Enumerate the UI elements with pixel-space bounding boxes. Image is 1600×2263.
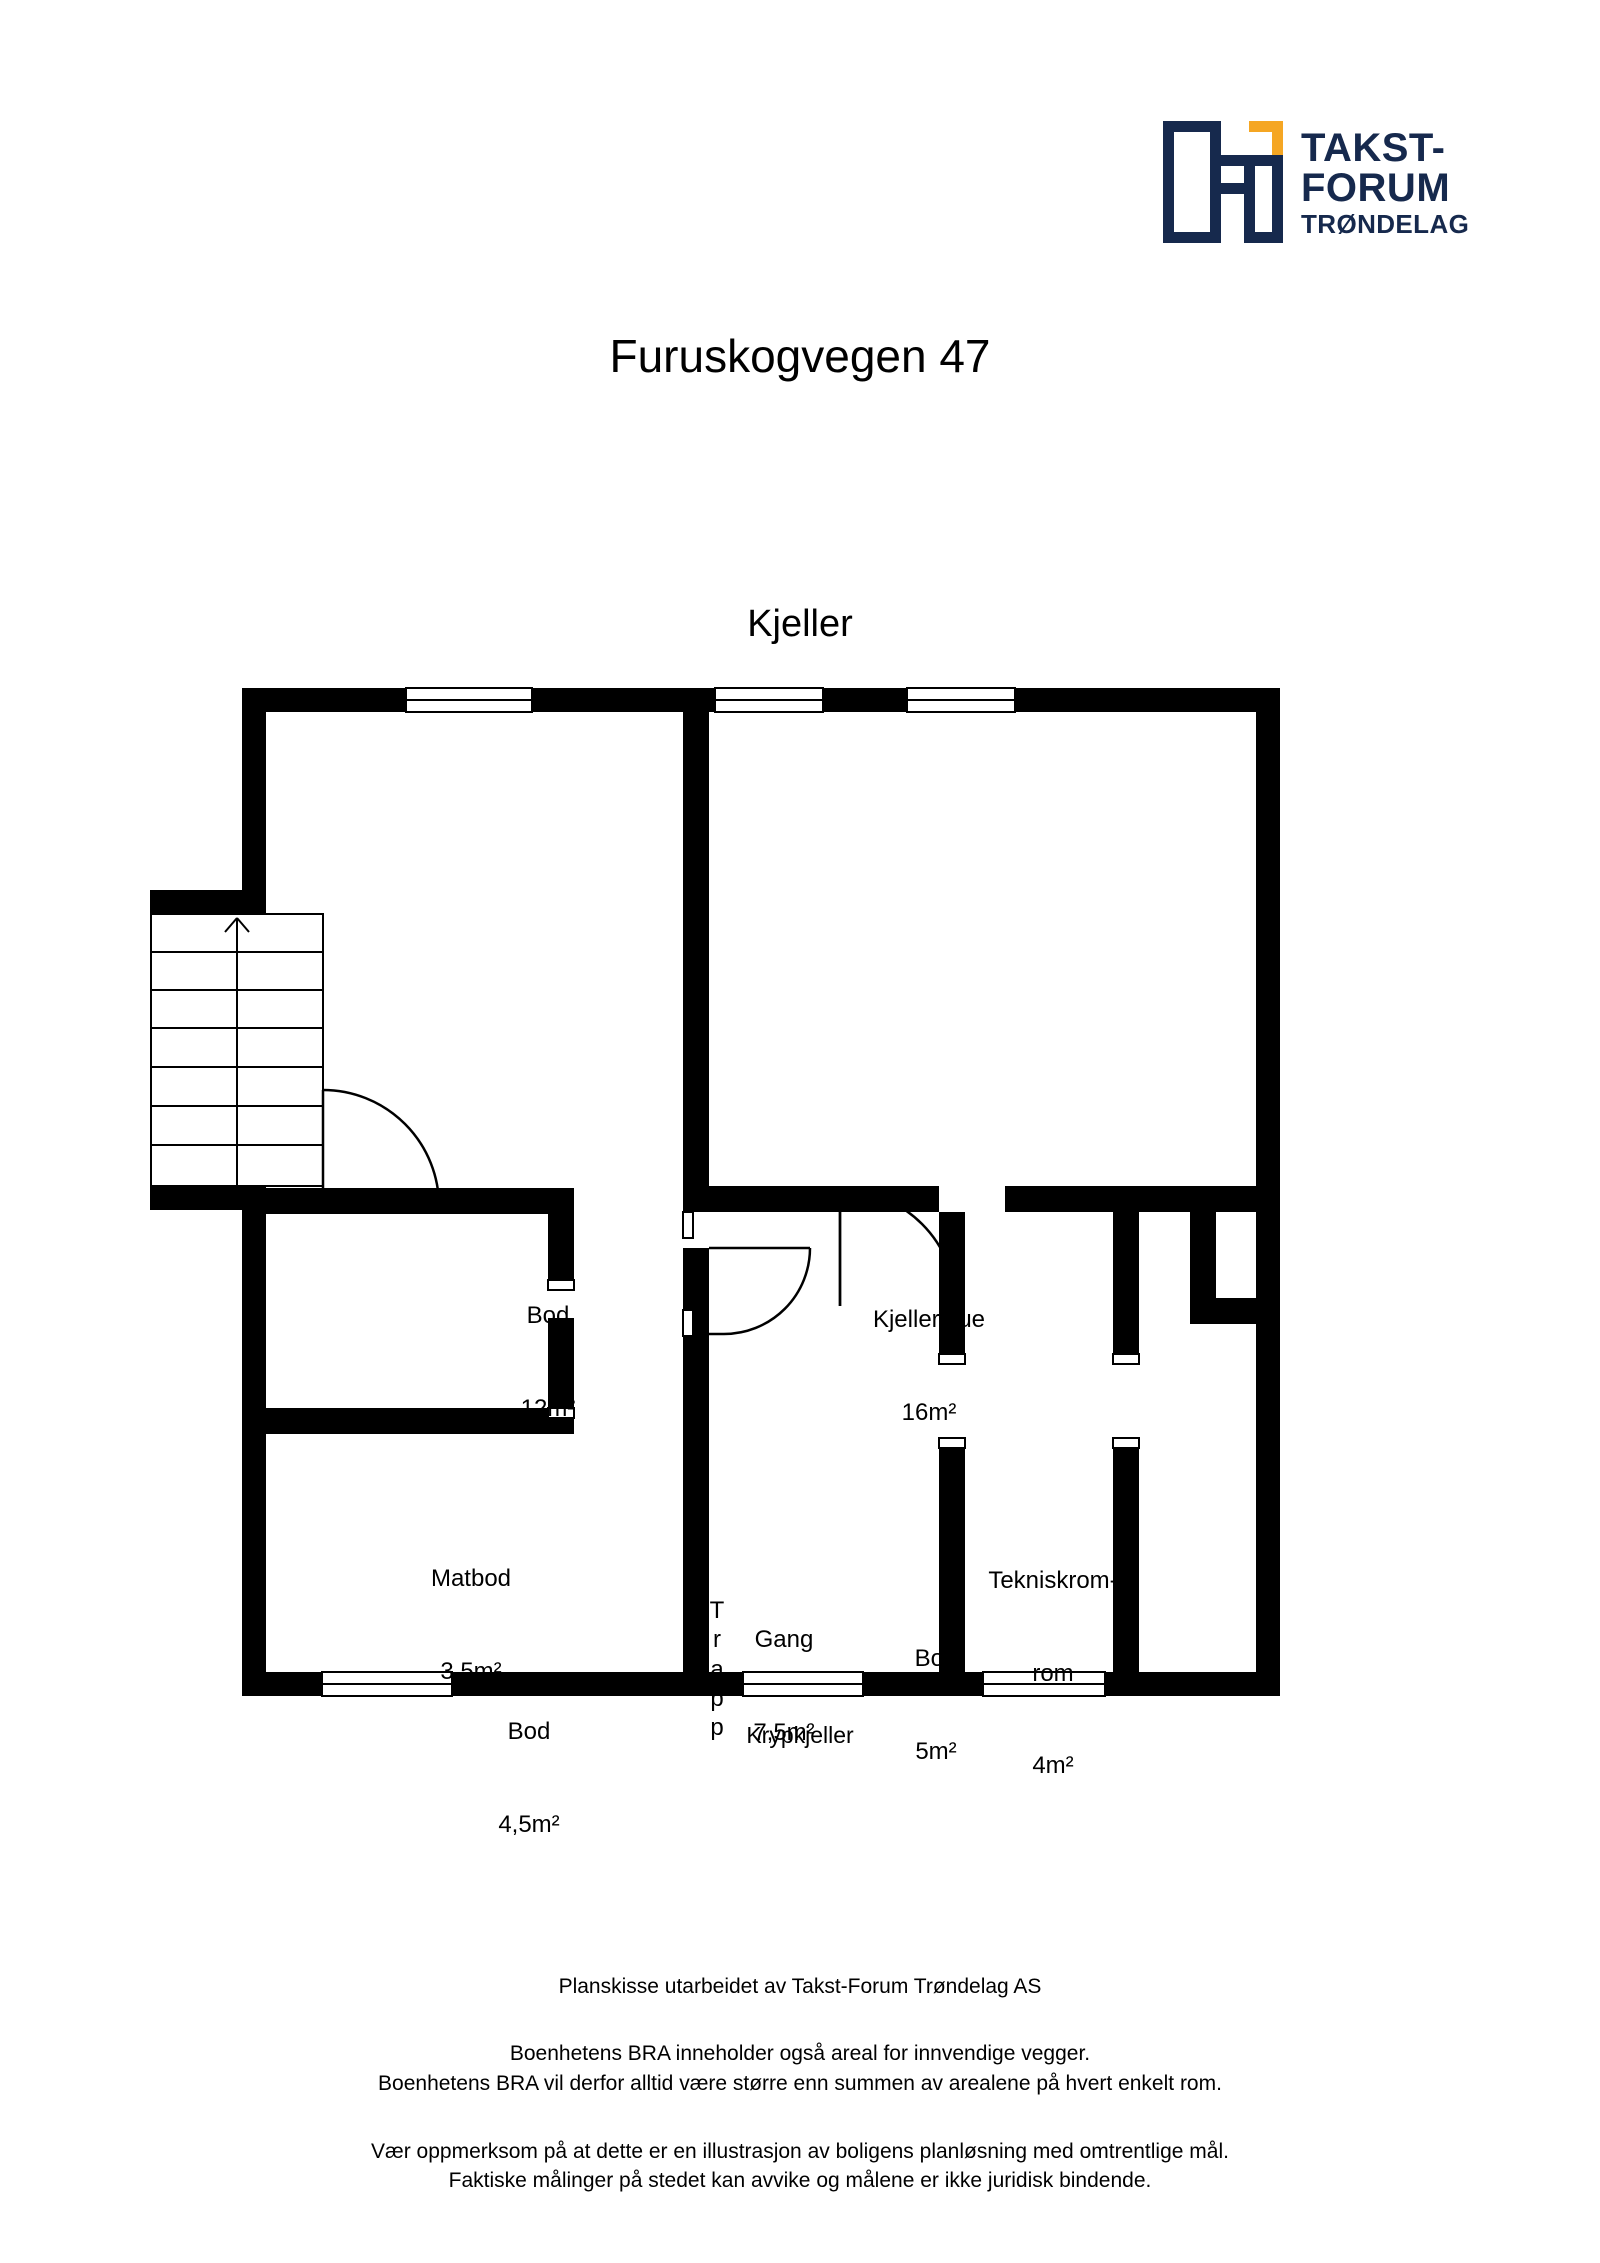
stair-direction-arrow-icon (224, 917, 250, 946)
takst-forum-mark-icon (1163, 121, 1283, 243)
footer-bra-line-2: Boenhetens BRA vil derfor alltid være st… (378, 2071, 1222, 2095)
logo-wordmark: TAKST- FORUM TRØNDELAG (1301, 128, 1469, 237)
logo-line-1: TAKST- (1301, 125, 1446, 170)
staircase (150, 913, 324, 1187)
footer-disclaimer-line-2: Faktiske målinger på stedet kan avvike o… (448, 2169, 1152, 2193)
footer-disclaimer-line-1: Vær oppmerksom på at dette er en illustr… (371, 2139, 1229, 2163)
logo-line-2: FORUM (1301, 165, 1451, 210)
floor-plan-svg (150, 687, 1280, 1697)
footer-disclaimer: Vær oppmerksom på at dette er en illustr… (0, 2137, 1600, 2197)
footer-bra-line-1: Boenhetens BRA inneholder også areal for… (509, 2042, 1091, 2065)
floor-title: Kjeller (747, 603, 853, 645)
floor-plan-drawing: Bod 12m² Kjellerstue 16m² Matbod 3,5m² B… (150, 650, 1470, 1838)
walls-outer (150, 688, 1280, 1696)
footer-bra-note: Boenhetens BRA inneholder også areal for… (0, 2039, 1600, 2099)
stair-label-trapp: T r a p p (709, 1597, 725, 1742)
logo-line-3: TRØNDELAG (1301, 208, 1470, 239)
crawlspace-label: Krypkjeller (746, 1722, 854, 1748)
footer-credit: Planskisse utarbeidet av Takst-Forum Trø… (558, 1975, 1042, 1998)
footer: Planskisse utarbeidet av Takst-Forum Trø… (0, 1975, 1600, 2234)
windows (321, 687, 1106, 1697)
door-swings (321, 1088, 958, 1336)
walls-interior (266, 712, 1256, 1672)
door-openings (309, 1079, 1140, 1449)
company-logo: TAKST- FORUM TRØNDELAG (1163, 112, 1483, 252)
page-title: Furuskogvegen 47 (609, 330, 991, 382)
